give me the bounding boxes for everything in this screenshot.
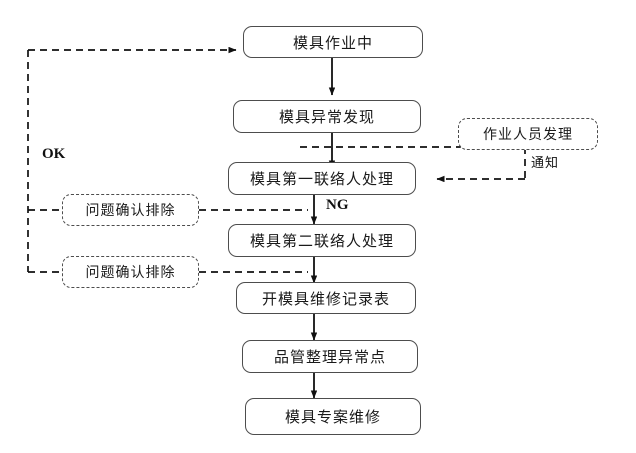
node-special-repair[interactable]: 模具专案维修 [245, 398, 421, 435]
node-abnormality-found[interactable]: 模具异常发现 [233, 100, 421, 133]
node-operator-handle-label: 作业人员发理 [483, 127, 573, 143]
node-issue-confirm-2-label: 问题确认排除 [85, 265, 176, 281]
node-issue-confirm-2[interactable]: 问题确认排除 [62, 256, 199, 288]
node-first-contact-label: 模具第一联络人处理 [249, 170, 394, 188]
node-mold-operation[interactable]: 模具作业中 [243, 26, 423, 58]
node-mold-operation-label: 模具作业中 [292, 33, 373, 52]
edge-label-notify: 通知 [531, 156, 560, 171]
node-issue-confirm-1[interactable]: 问题确认排除 [62, 194, 199, 226]
node-quality-summary-label: 品管整理异常点 [273, 348, 386, 366]
node-repair-record-label: 开模具维修记录表 [261, 289, 390, 308]
node-repair-record[interactable]: 开模具维修记录表 [236, 282, 416, 314]
node-second-contact[interactable]: 模具第二联络人处理 [228, 224, 416, 257]
node-operator-handle[interactable]: 作业人员发理 [458, 118, 598, 150]
node-first-contact[interactable]: 模具第一联络人处理 [228, 162, 416, 195]
node-abnormality-found-label: 模具异常发现 [278, 108, 375, 126]
node-second-contact-label: 模具第二联络人处理 [249, 232, 394, 250]
edge-label-ng: NG [326, 197, 349, 213]
edge-label-ok: OK [42, 146, 66, 162]
node-issue-confirm-1-label: 问题确认排除 [85, 203, 176, 219]
node-quality-summary[interactable]: 品管整理异常点 [242, 340, 418, 373]
node-special-repair-label: 模具专案维修 [284, 408, 381, 426]
